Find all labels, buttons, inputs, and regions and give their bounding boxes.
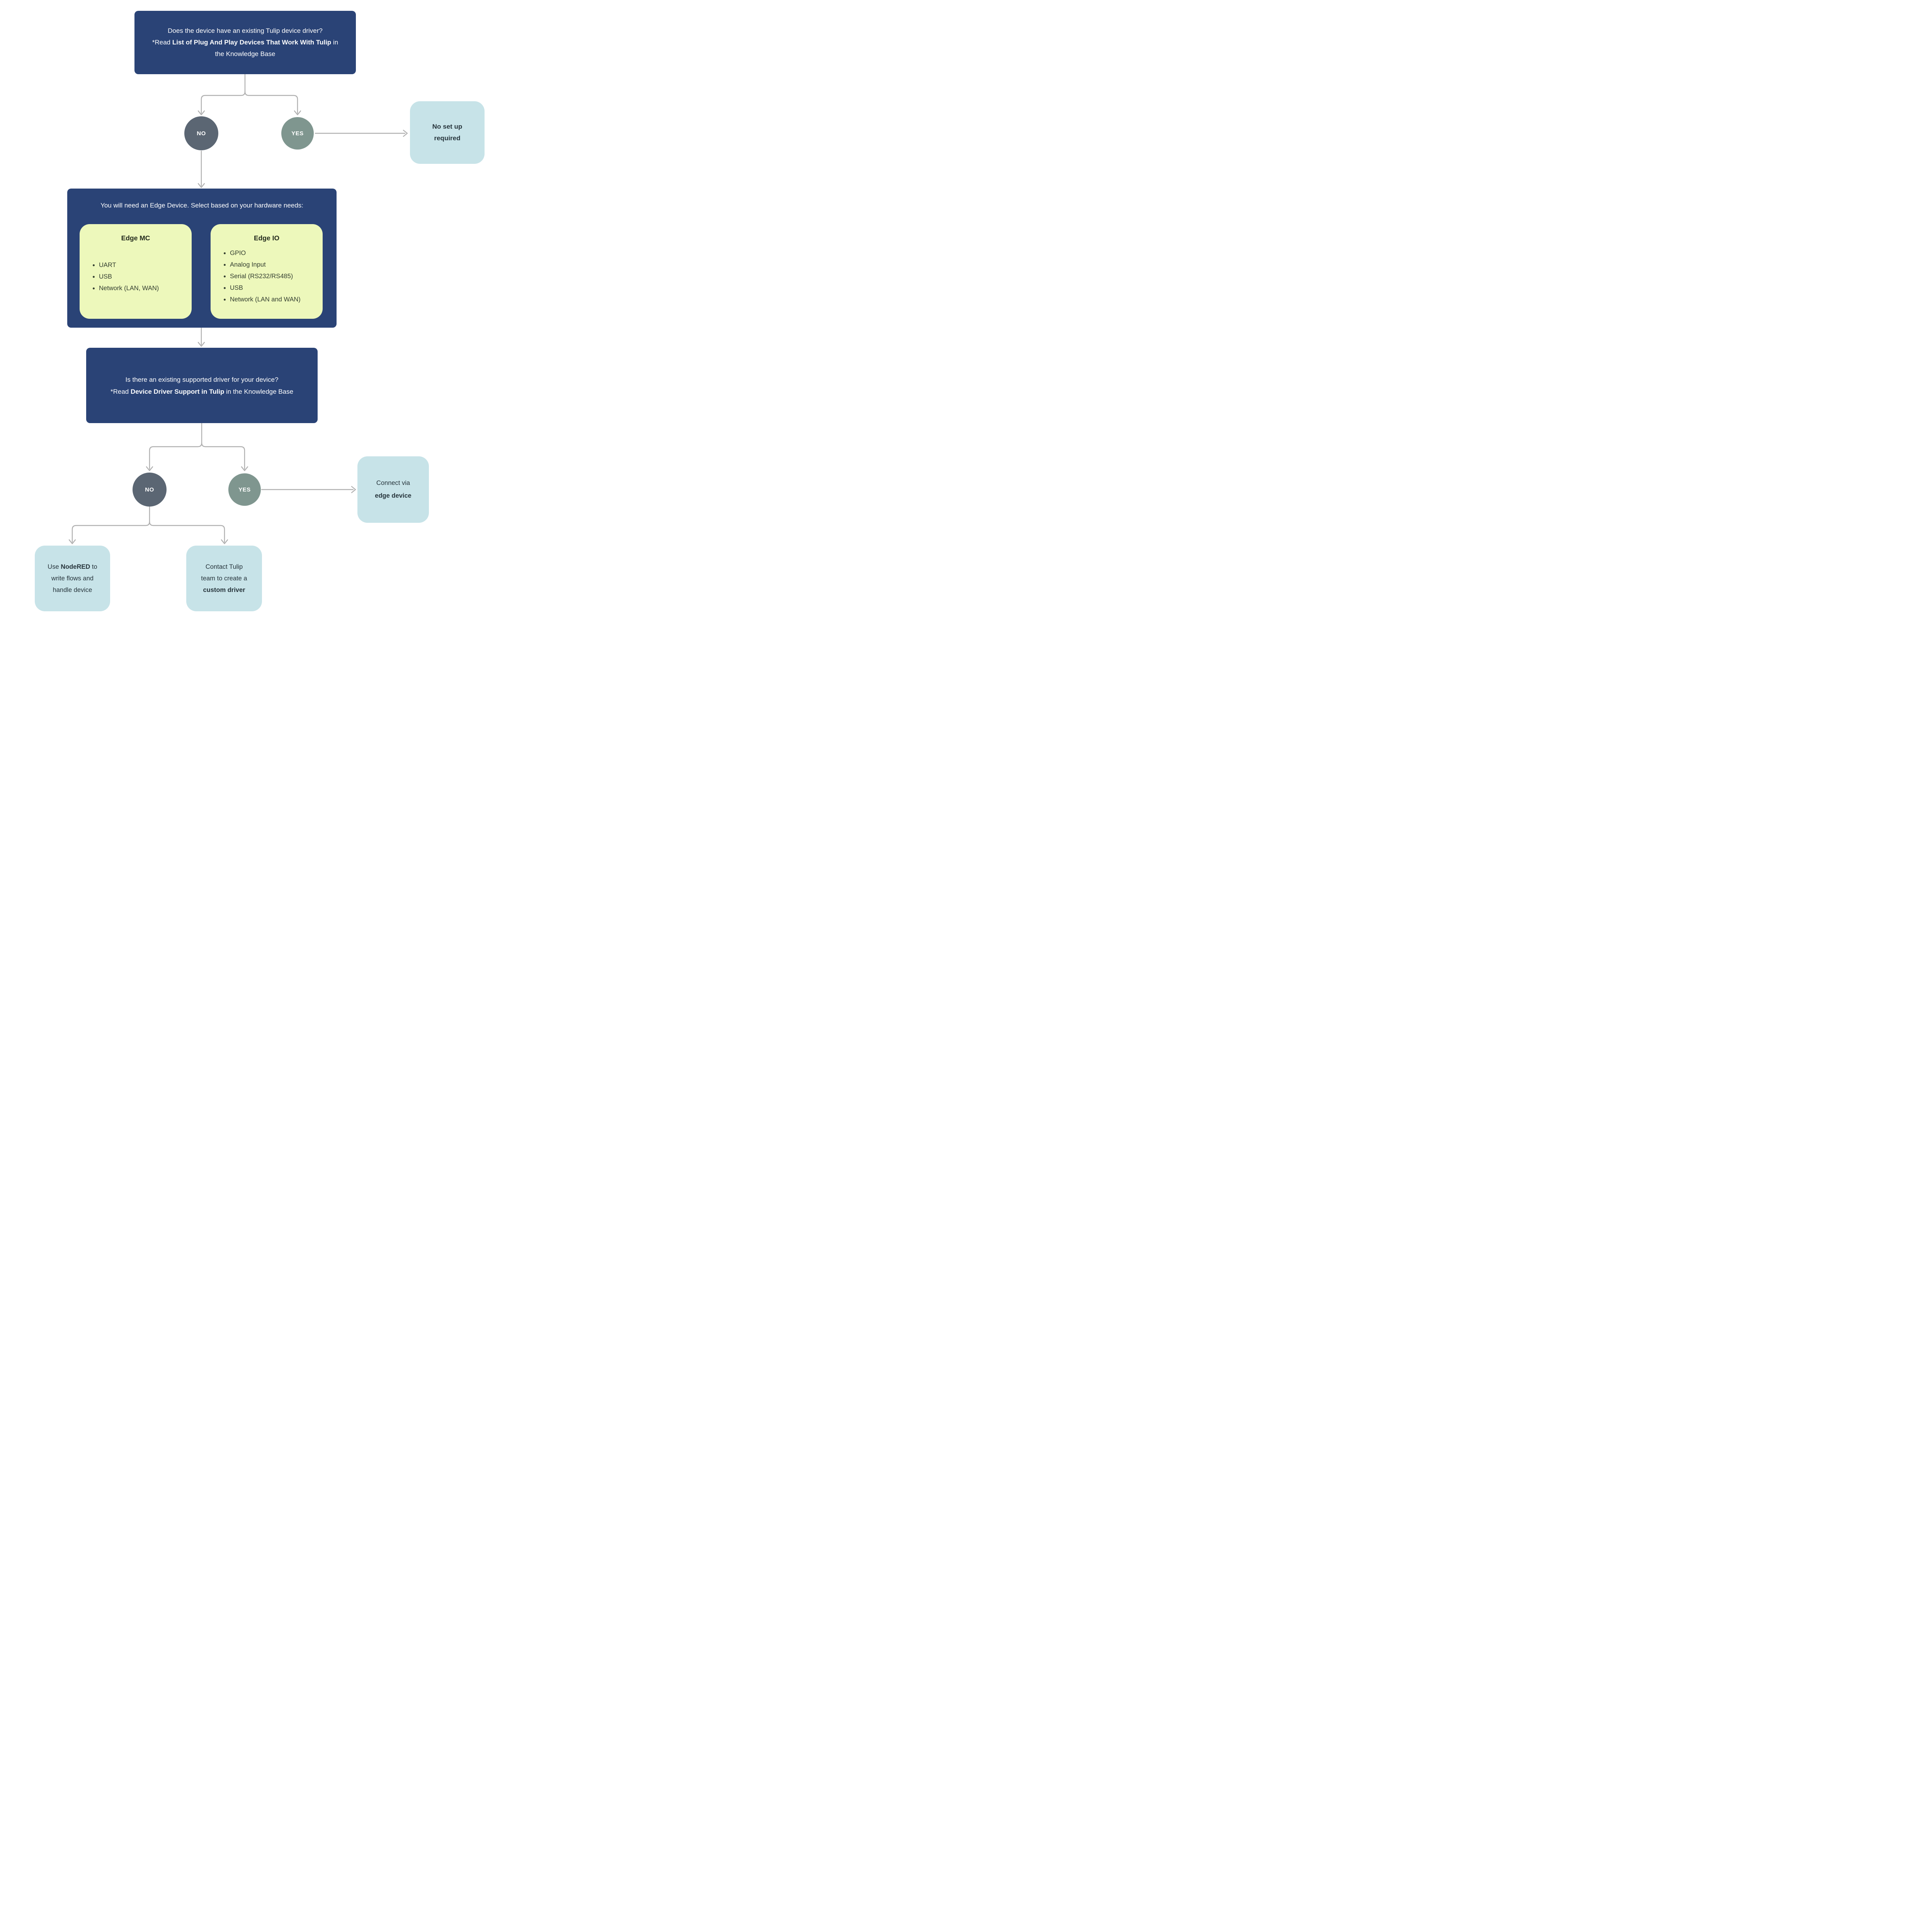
arrowhead-q2: [197, 342, 205, 347]
nodered-line1-bold: NodeRED: [61, 563, 90, 570]
outcome-contact-tulip-box: Contact Tulip team to create a custom dr…: [186, 546, 262, 611]
decision2-no-label: NO: [145, 486, 154, 493]
q1-line3-text: the Knowledge Base: [215, 50, 276, 58]
edge-mc-item: UART: [99, 259, 189, 271]
edge-device-select-box: You will need an Edge Device. Select bas…: [67, 189, 337, 328]
edge-device-select-header: You will need an Edge Device. Select bas…: [100, 202, 303, 209]
outcome-no-setup-box: No set up required: [410, 101, 485, 164]
contact-line3: custom driver: [203, 584, 245, 596]
edge-io-item: USB: [230, 282, 320, 294]
edge-mc-item: Network (LAN, WAN): [99, 282, 189, 294]
arrowhead-edgeselect: [197, 183, 205, 188]
arrowhead-yes2: [241, 466, 248, 471]
arrowhead-no1: [197, 110, 205, 116]
outcome-nodered-box: Use NodeRED to write flows and handle de…: [35, 546, 110, 611]
q2-read-prefix: *Read: [110, 388, 131, 395]
decision1-no-circle: NO: [184, 116, 218, 150]
q1-read-suffix: in: [331, 39, 338, 46]
contact-line2: team to create a: [201, 575, 247, 582]
question-supported-driver-box: Is there an existing supported driver fo…: [86, 348, 318, 423]
decision1-yes-circle: YES: [281, 117, 314, 150]
edge-mc-feature-list: UART USB Network (LAN, WAN): [80, 259, 192, 294]
edge-io-title: Edge IO: [253, 234, 280, 242]
decision2-yes-circle: YES: [228, 473, 261, 506]
question-supported-driver-line1: Is there an existing supported driver fo…: [126, 374, 279, 386]
edge-io-item: Analog Input: [230, 259, 320, 270]
edge-mc-card: Edge MC UART USB Network (LAN, WAN): [80, 224, 192, 319]
arrowhead-connect: [351, 486, 356, 493]
decision1-yes-label: YES: [291, 130, 304, 137]
arrowhead-no2: [146, 466, 153, 471]
connect-line1: Connect via: [376, 480, 410, 486]
edge-io-card: Edge IO GPIO Analog Input Serial (RS232/…: [211, 224, 323, 319]
nodered-line2: write flows and: [51, 575, 94, 582]
edge-mc-item: USB: [99, 271, 189, 282]
decision1-no-label: NO: [197, 130, 206, 137]
question-existing-driver-box: Does the device have an existing Tulip d…: [134, 11, 356, 74]
nodered-line1-prefix: Use: [48, 563, 61, 570]
question-existing-driver-line3: the Knowledge Base: [215, 48, 276, 60]
edge-io-feature-list: GPIO Analog Input Serial (RS232/RS485) U…: [211, 247, 323, 305]
arrow-no2-to-contact: [149, 521, 225, 543]
q1-line1-text: Does the device have an existing Tulip d…: [168, 27, 323, 34]
question-existing-driver-line2: *Read List of Plug And Play Devices That…: [152, 37, 338, 48]
no-setup-line1: No set up: [432, 123, 463, 130]
flowchart-canvas: Does the device have an existing Tulip d…: [0, 0, 519, 618]
no-setup-line2: required: [434, 134, 461, 142]
q1-read-prefix: *Read: [152, 39, 172, 46]
connect-line2: edge device: [375, 490, 411, 502]
edge-io-item: Network (LAN and WAN): [230, 294, 320, 305]
arrowhead-nodered: [68, 539, 76, 544]
arrow-q2-to-yes: [201, 442, 245, 470]
arrow-no2-to-nodered: [71, 506, 150, 543]
q1-read-bold-link-title: List of Plug And Play Devices That Work …: [172, 39, 332, 46]
nodered-line1: Use NodeRED to: [48, 561, 97, 573]
arrowhead-nosetup: [403, 129, 408, 137]
nodered-line3: handle device: [53, 587, 92, 594]
q2-read-bold-link-title: Device Driver Support in Tulip: [130, 388, 224, 395]
contact-line1: Contact Tulip: [205, 563, 243, 570]
arrow-q2-to-no: [149, 423, 202, 470]
contact-line3-bold: custom driver: [203, 587, 245, 594]
question-supported-driver-line2: *Read Device Driver Support in Tulip in …: [111, 386, 293, 398]
arrowhead-contact: [221, 539, 228, 544]
connect-line2-bold: edge device: [375, 492, 412, 499]
q2-read-suffix: in the Knowledge Base: [224, 388, 294, 395]
arrow-q1-to-yes: [244, 91, 298, 114]
edge-io-item: Serial (RS232/RS485): [230, 270, 320, 282]
question-existing-driver-line1: Does the device have an existing Tulip d…: [168, 25, 323, 37]
arrowhead-yes1: [294, 110, 301, 116]
edge-io-item: GPIO: [230, 247, 320, 259]
decision2-yes-label: YES: [238, 486, 251, 493]
decision2-no-circle: NO: [133, 473, 167, 507]
arrow-q1-to-no: [201, 74, 246, 114]
nodered-line1-suffix: to: [90, 563, 97, 570]
edge-mc-title: Edge MC: [121, 234, 150, 242]
q2-line1-text: Is there an existing supported driver fo…: [125, 376, 279, 383]
outcome-connect-edge-device-box: Connect via edge device: [357, 456, 429, 523]
